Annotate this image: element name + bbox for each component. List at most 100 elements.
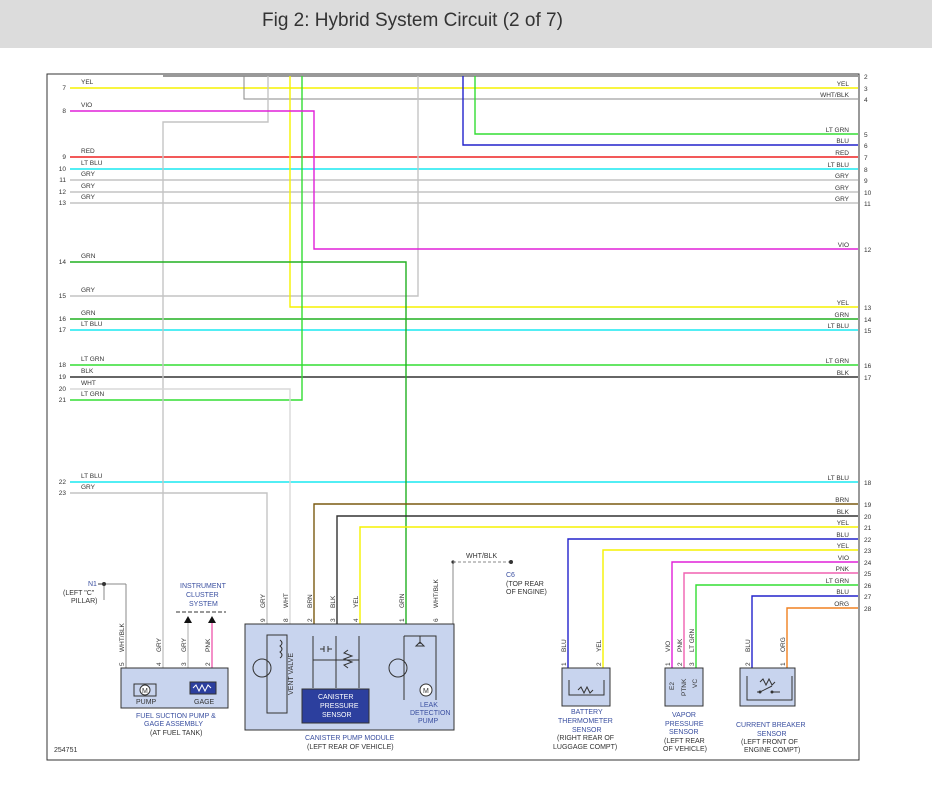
- battery-sensor-name-line2: THERMOMETER: [558, 718, 613, 725]
- pin-wire-label: WHT/BLK: [433, 578, 440, 608]
- right-pin-number: 18: [864, 480, 872, 487]
- right-wire-label: YEL: [837, 81, 850, 88]
- c6-label: C6: [506, 572, 515, 579]
- arrow-icon: [208, 616, 216, 623]
- left-pin-number: 8: [62, 108, 66, 115]
- right-wire-label: BLU: [836, 589, 849, 596]
- sensor-label-line1: CANISTER: [318, 694, 353, 701]
- right-pin-number: 26: [864, 583, 872, 590]
- right-wire-label: RED: [835, 150, 849, 157]
- right-wire-label: GRY: [835, 185, 850, 192]
- right-pin-number: 24: [864, 560, 872, 567]
- n1-location-line1: (LEFT "C": [63, 590, 95, 597]
- right-wire-label: YEL: [837, 543, 850, 550]
- diagram-frame: [46, 73, 860, 761]
- c6-location-line1: (TOP REAR: [506, 581, 544, 588]
- vapor-sensor-name-line4: (LEFT REAR: [664, 738, 705, 745]
- right-wire-label: LT GRN: [826, 127, 850, 134]
- right-pin-number: 2: [864, 74, 868, 81]
- left-pin-number: 16: [59, 316, 67, 323]
- right-pin-number: 22: [864, 537, 872, 544]
- wire-org-28: [786, 607, 858, 668]
- right-pin-number: 8: [864, 167, 868, 174]
- battery-sensor-name-line3: SENSOR: [572, 727, 602, 734]
- left-wire-label: GRY: [81, 183, 96, 190]
- right-pin-number: 27: [864, 594, 872, 601]
- right-pin-number: 23: [864, 548, 872, 555]
- c6-wire-label: WHT/BLK: [466, 553, 497, 560]
- right-pin-number: 7: [864, 155, 868, 162]
- right-pin-number: 12: [864, 247, 872, 254]
- n1-label: N1: [88, 581, 97, 588]
- pin-number: 1: [399, 618, 406, 622]
- wire-brn-19: [313, 503, 858, 624]
- left-wire-label: LT BLU: [81, 160, 103, 167]
- right-pin-number: 3: [864, 86, 868, 93]
- pin-wire-label: GRY: [181, 637, 188, 652]
- pin-number: 8: [283, 618, 290, 622]
- pin-number: 2: [596, 662, 603, 666]
- right-pin-number: 17: [864, 375, 872, 382]
- right-wire-label: VIO: [838, 555, 849, 562]
- canister-module-name-line1: CANISTER PUMP MODULE: [305, 735, 395, 742]
- left-pin-number: 22: [59, 479, 67, 486]
- wire-blu-22: [567, 538, 858, 668]
- right-pin-number: 10: [864, 190, 872, 197]
- pin-number: 3: [689, 662, 696, 666]
- pin-number: 2: [677, 662, 684, 666]
- right-wire-label: YEL: [837, 520, 850, 527]
- left-pin-number: 12: [59, 189, 67, 196]
- pin-number: 3: [330, 618, 337, 622]
- left-pin-number: 10: [59, 166, 67, 173]
- vapor-pressure-sensor: E2 PTNK VC VAPOR PRESSURE SENSOR (LEFT R…: [663, 667, 707, 753]
- wire-blu-27: [751, 595, 858, 668]
- right-wire-label: GRN: [835, 312, 850, 319]
- pin-wire-label: YEL: [353, 595, 360, 608]
- pin-wire-label: BRN: [307, 594, 314, 608]
- left-pin-number: 11: [59, 177, 66, 184]
- canister-pressure-sensor: [301, 688, 370, 724]
- right-wire-label: YEL: [837, 300, 850, 307]
- pin-number: 2: [307, 618, 314, 622]
- pin-number: 1: [665, 662, 672, 666]
- pump-label: PUMP: [136, 699, 157, 706]
- left-wire-label: GRY: [81, 171, 96, 178]
- left-wire-label: BLK: [81, 368, 94, 375]
- right-wire-label: PNK: [836, 566, 850, 573]
- left-wire-label: GRY: [81, 194, 96, 201]
- leak-pump-line1: LEAK: [420, 702, 438, 709]
- right-pin-number: 6: [864, 143, 868, 150]
- ground-n1: N1 (LEFT "C" PILLAR): [63, 581, 106, 605]
- right-pin-number: 15: [864, 328, 872, 335]
- vapor-sensor-name-line2: PRESSURE: [665, 721, 704, 728]
- vapor-sensor-name-line1: VAPOR: [672, 712, 696, 719]
- vapor-pin-label-e2: E2: [669, 682, 676, 690]
- left-wire-label: GRY: [81, 484, 96, 491]
- vent-valve-label: VENT VALVE: [288, 653, 295, 695]
- left-pin-number: 7: [62, 85, 66, 92]
- left-pin-number: 17: [59, 327, 67, 334]
- left-wire-label: YEL: [81, 79, 94, 86]
- right-pin-number: 13: [864, 305, 872, 312]
- wire-yel-23: [602, 549, 858, 668]
- left-wire-label: GRY: [81, 287, 96, 294]
- pin-wire-label: GRN: [399, 593, 406, 608]
- wire-wht-20: [70, 388, 291, 624]
- right-wire-label: VIO: [838, 242, 849, 249]
- wire-ltgrn-5: [474, 76, 858, 135]
- pin-number: 1: [780, 662, 787, 666]
- wire-layer: [70, 75, 858, 668]
- c6-location-line2: OF ENGINE): [506, 589, 547, 596]
- battery-thermometer-sensor: BATTERY THERMOMETER SENSOR (RIGHT REAR O…: [553, 667, 617, 751]
- wire-blu-6: [462, 76, 858, 146]
- wire-whtblk-n1: [103, 584, 127, 668]
- leak-pump-line2: DETECTION: [410, 710, 450, 717]
- right-wire-label: BLU: [836, 138, 849, 145]
- cluster-label-line3: SYSTEM: [189, 601, 218, 608]
- pin-wire-label: GRY: [156, 637, 163, 652]
- wire-gry-23: [70, 492, 268, 624]
- pin-wire-label: BLK: [330, 595, 337, 608]
- pin-number: 1: [561, 662, 568, 666]
